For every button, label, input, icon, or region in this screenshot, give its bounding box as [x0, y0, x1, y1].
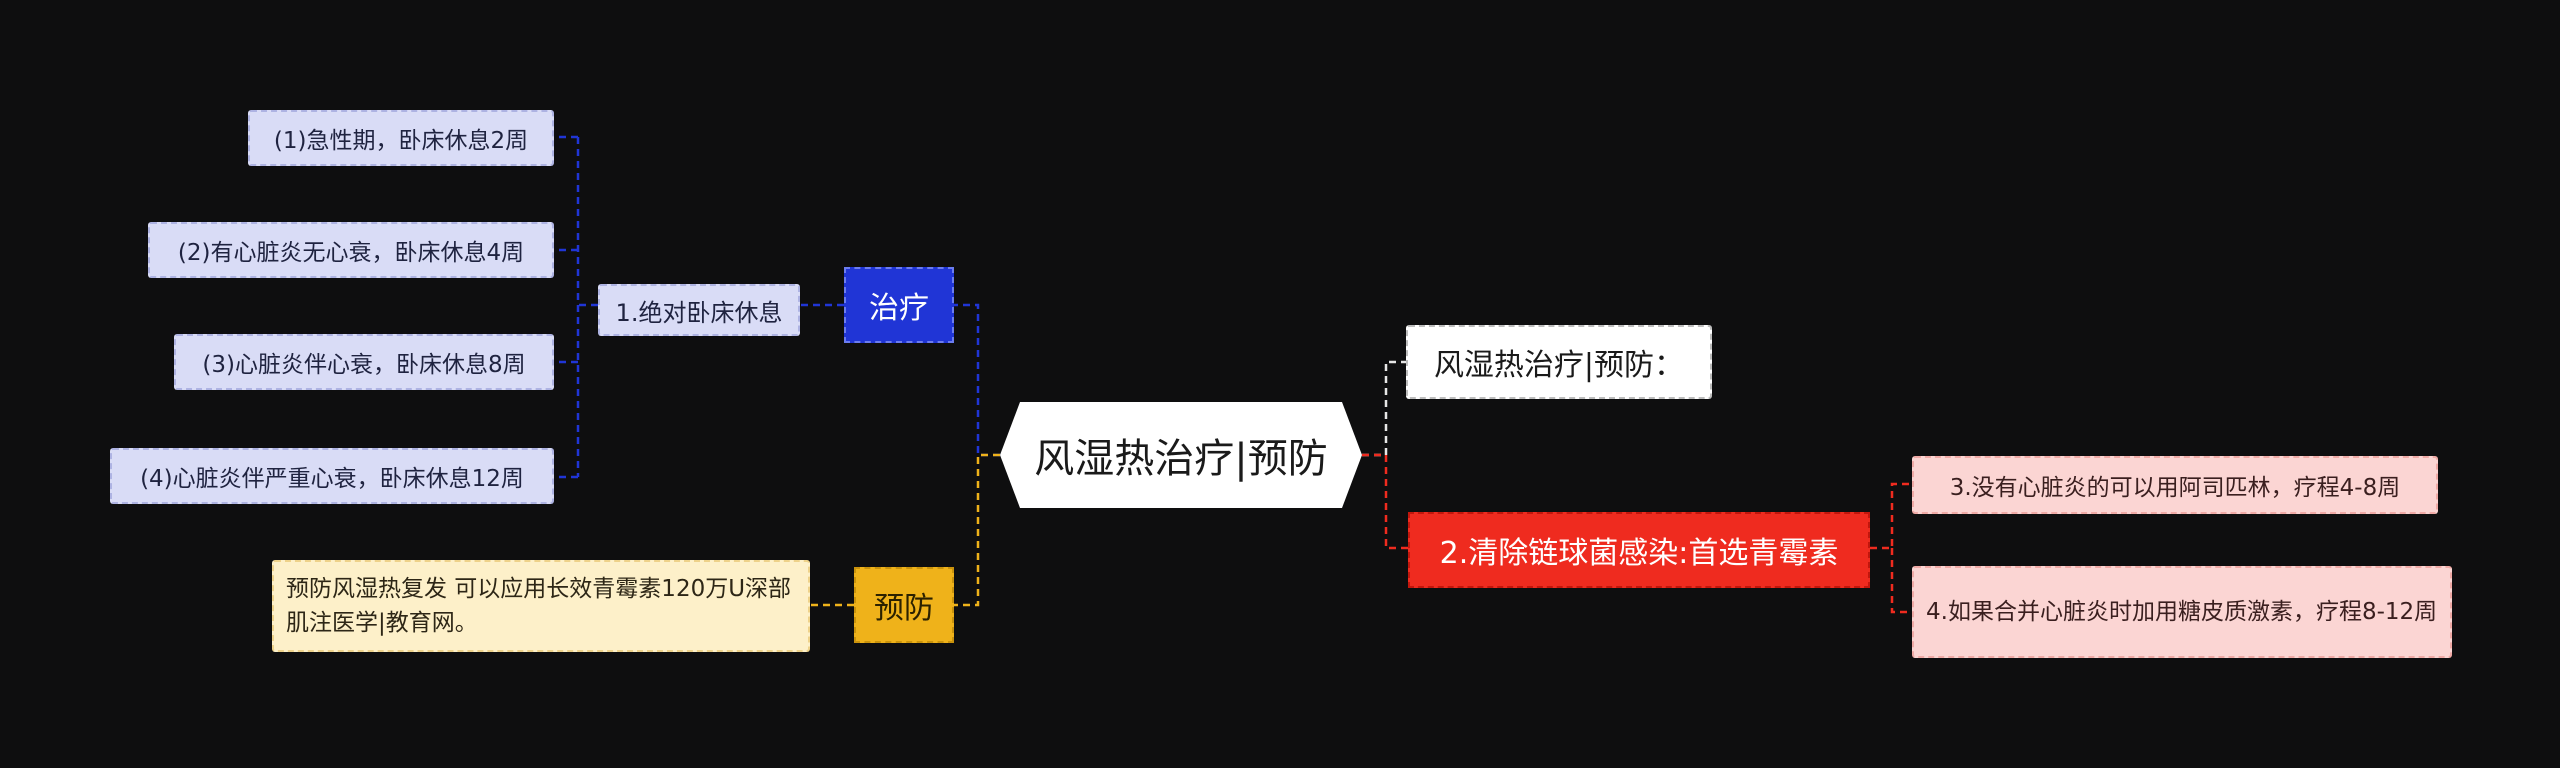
infection-node[interactable]: 2.清除链球菌感染:首选青霉素 [1408, 512, 1870, 588]
prevention-note[interactable]: 预防风湿热复发 可以应用长效青霉素120万U深部肌注医学|教育网。 [272, 560, 810, 652]
link-central-prevention [954, 453, 1000, 607]
rest-node[interactable]: 1.绝对卧床休息 [598, 284, 800, 336]
rest-item-1[interactable]: (1)急性期，卧床休息2周 [248, 110, 554, 166]
link-central-treatment [954, 303, 1000, 457]
link-central-heading [1362, 360, 1406, 457]
prevention-node[interactable]: 预防 [854, 567, 954, 643]
treatment-node[interactable]: 治疗 [844, 267, 954, 343]
infection-item-2[interactable]: 4.如果合并心脏炎时加用糖皮质激素，疗程8-12周 [1912, 566, 2452, 658]
link-central-infection [1362, 453, 1408, 550]
link-infection-items [1870, 482, 1912, 550]
rest-item-2[interactable]: (2)有心脏炎无心衰，卧床休息4周 [148, 222, 554, 278]
right-heading-node[interactable]: 风湿热治疗|预防： [1406, 325, 1712, 399]
rest-item-3[interactable]: (3)心脏炎伴心衰，卧床休息8周 [174, 334, 554, 390]
infection-item-1[interactable]: 3.没有心脏炎的可以用阿司匹林，疗程4-8周 [1912, 456, 2438, 514]
central-topic[interactable]: 风湿热治疗|预防 [1034, 436, 1328, 482]
central-node-shape [1000, 402, 1362, 508]
rest-item-4[interactable]: (4)心脏炎伴严重心衰，卧床休息12周 [110, 448, 554, 504]
link-infection-item-2 [1890, 548, 1912, 614]
